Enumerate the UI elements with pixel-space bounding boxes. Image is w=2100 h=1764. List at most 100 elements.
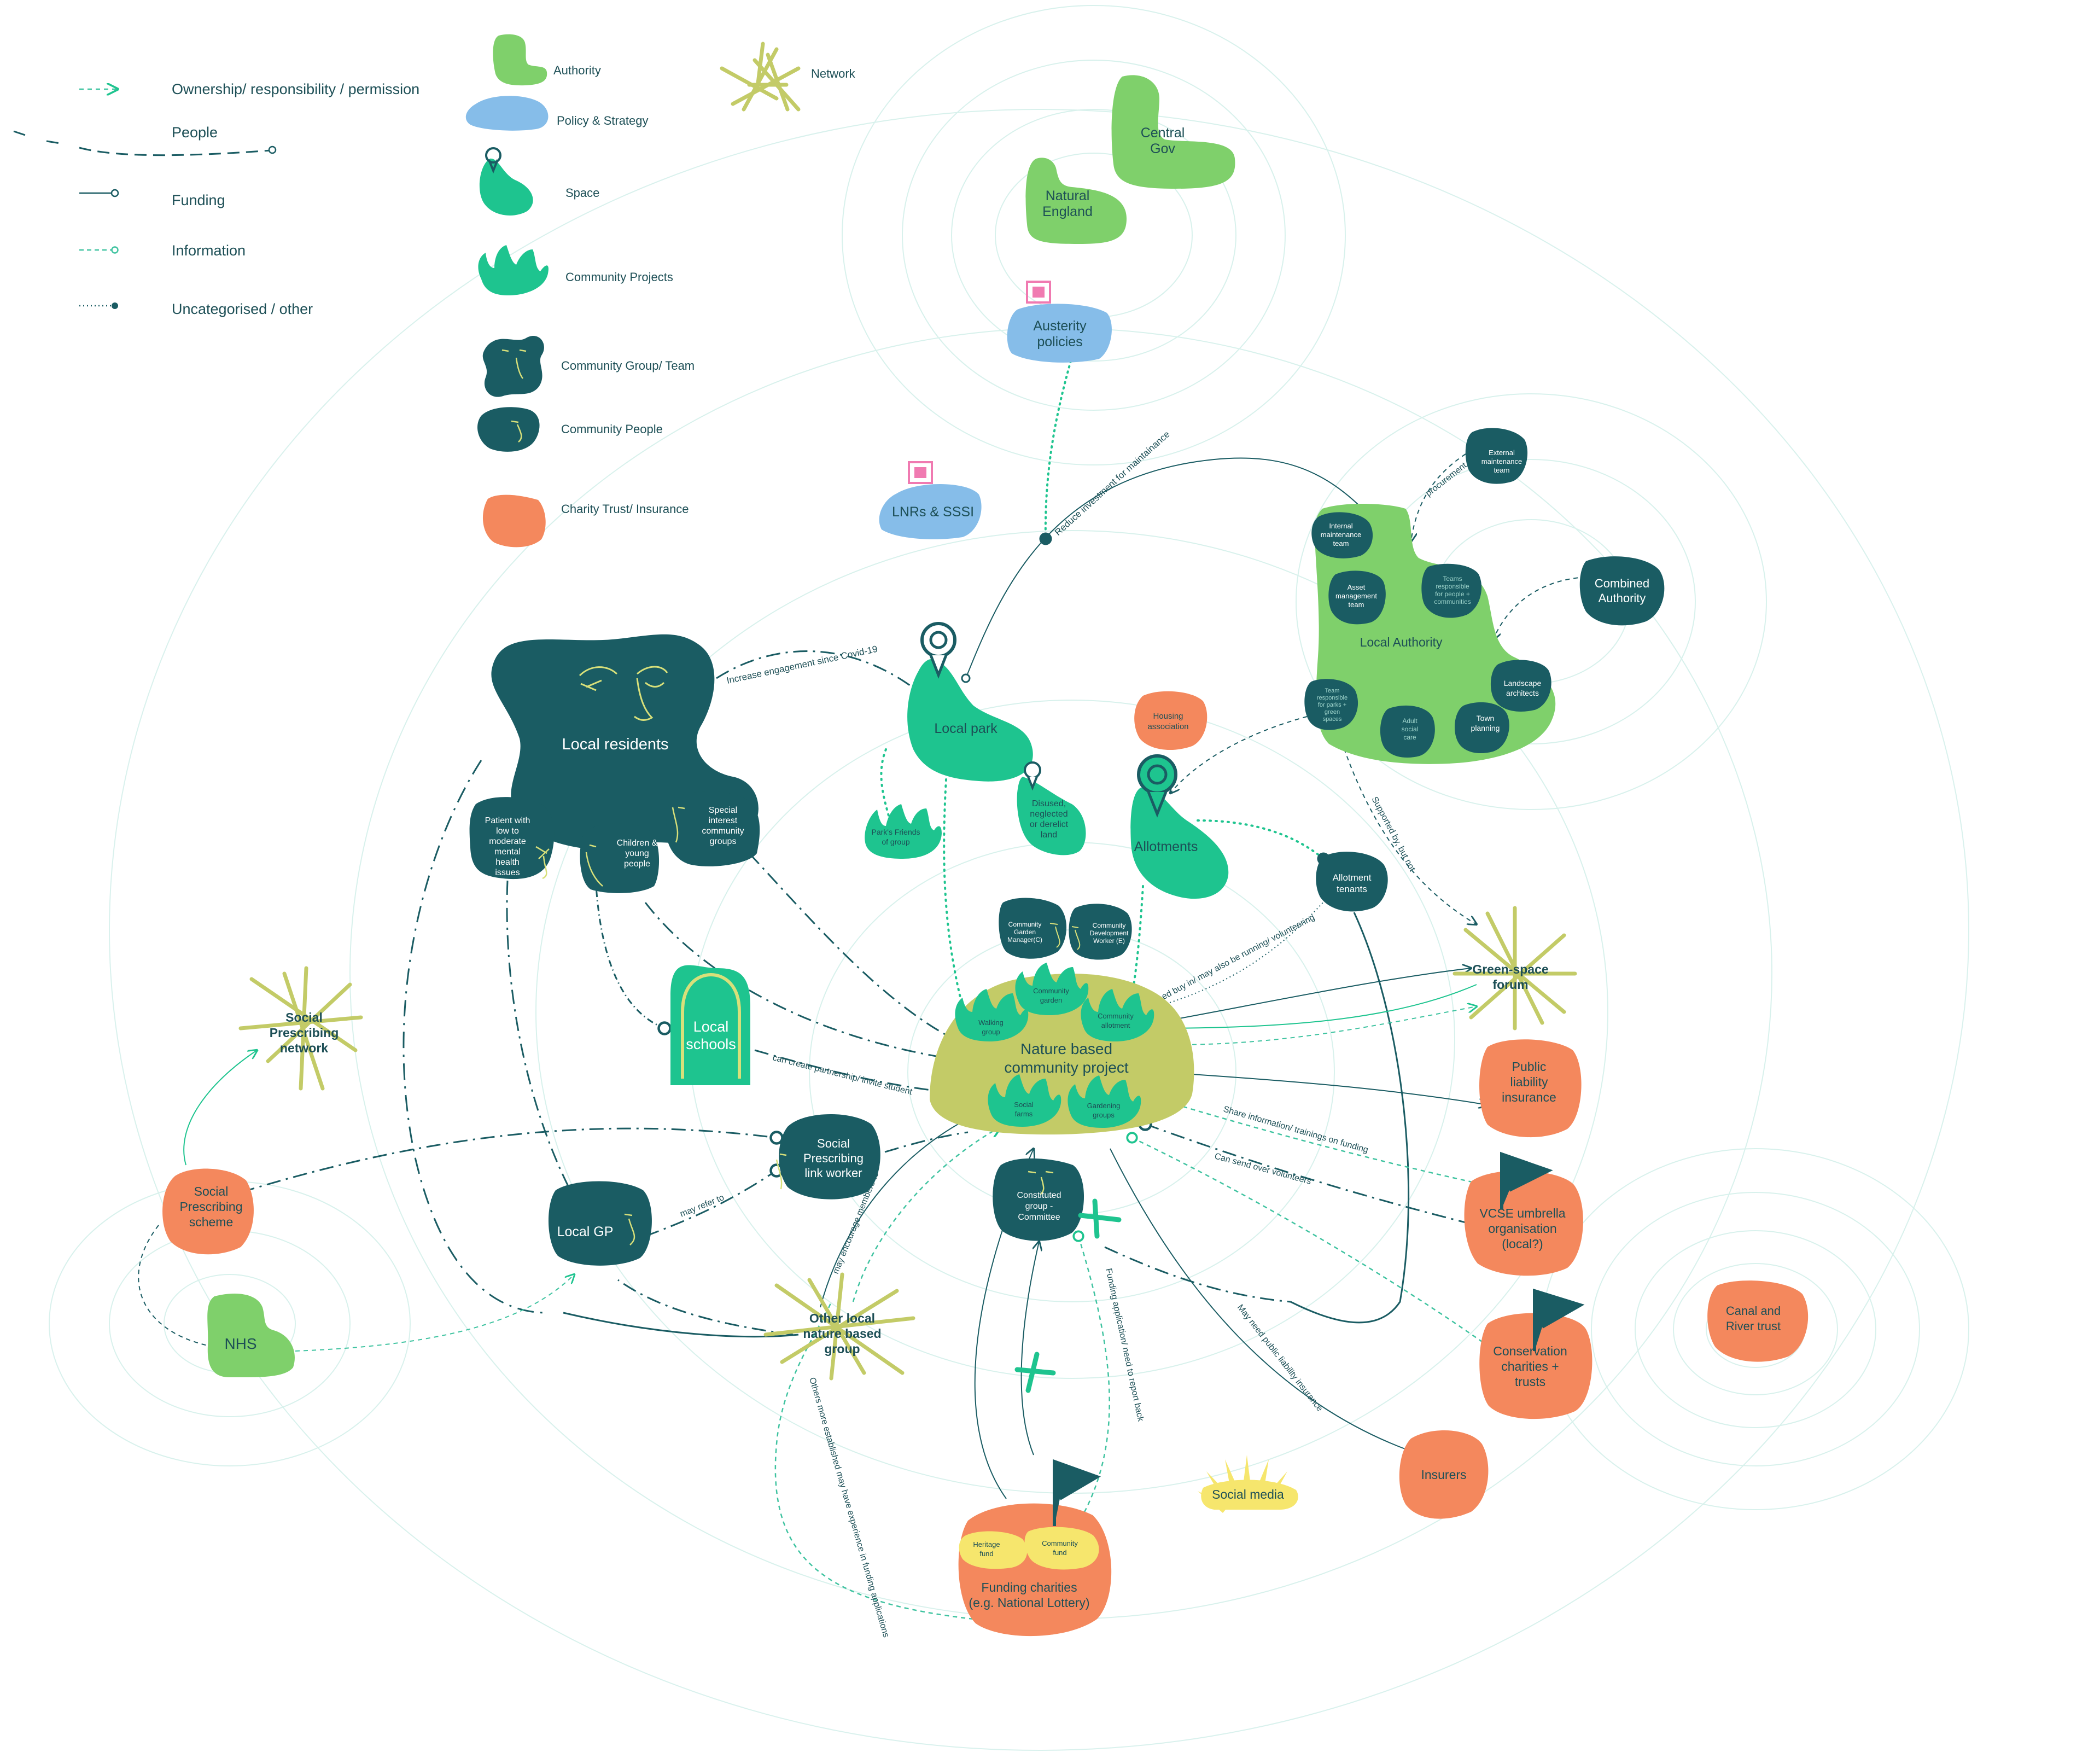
legend-projects: Community Projects: [478, 245, 673, 295]
svg-text:Asset: Asset: [1348, 583, 1366, 591]
label-share-info: Share information/ trainings on funding: [1222, 1105, 1369, 1155]
local-park-node[interactable]: Local park: [907, 622, 1033, 782]
label-send-volunteers: Can send over volunteers: [1214, 1151, 1312, 1186]
svg-text:External: External: [1489, 449, 1515, 457]
allotment-tenants-node[interactable]: Allotment tenants: [1316, 852, 1388, 912]
allotments-node[interactable]: Allotments: [1130, 754, 1229, 899]
svg-text:planning: planning: [1471, 724, 1500, 732]
local-schools-node[interactable]: Local schools: [670, 965, 750, 1085]
svg-text:groups: groups: [710, 837, 737, 846]
policy-shape-icon: [465, 96, 549, 131]
svg-text:Austerity: Austerity: [1033, 318, 1087, 334]
disused-land-node[interactable]: Disused, neglected or derelict land: [1017, 761, 1086, 855]
nhs-node[interactable]: NHS: [207, 1293, 295, 1378]
constituted-group-node[interactable]: Constituted group - Committee: [993, 1158, 1084, 1241]
green-forum-node[interactable]: Green-space forum: [1452, 906, 1577, 1031]
adult-social-care-node[interactable]: Adult social care: [1380, 705, 1435, 758]
conservation-node[interactable]: Conservation charities + trusts: [1479, 1288, 1592, 1419]
svg-text:Local residents: Local residents: [562, 736, 668, 753]
network-star-icon: [238, 966, 363, 1091]
flag-icon: [1053, 1459, 1101, 1526]
landscape-architects-node[interactable]: Landscape architects: [1490, 660, 1551, 712]
insurers-node[interactable]: Insurers: [1399, 1430, 1489, 1519]
svg-text:Canal and: Canal and: [1726, 1304, 1781, 1318]
natural-england-node[interactable]: Natural England: [1025, 158, 1127, 244]
svg-text:Garden: Garden: [1014, 928, 1036, 936]
edge-send-volunteers: [1138, 1117, 1477, 1226]
svg-text:charities +: charities +: [1501, 1359, 1559, 1373]
svg-text:Children &: Children &: [617, 839, 658, 848]
svg-text:green: green: [1325, 709, 1340, 715]
lnrs-node[interactable]: LNRs & SSSI: [879, 461, 982, 539]
social-farms-node[interactable]: Social farms: [988, 1074, 1061, 1127]
community-project-icon: [478, 245, 549, 295]
svg-text:maintenance: maintenance: [1321, 531, 1361, 539]
gardening-groups-node[interactable]: Gardening groups: [1068, 1075, 1141, 1128]
external-maintenance-node[interactable]: External maintenance team: [1465, 428, 1528, 484]
svg-text:group: group: [982, 1028, 1000, 1036]
plus-icon: [1014, 1352, 1056, 1393]
patient-node[interactable]: Patient with low to moderate mental heal…: [469, 797, 555, 880]
vcse-node[interactable]: VCSE umbrella organisation (local?): [1464, 1151, 1583, 1276]
svg-text:Patient with: Patient with: [485, 816, 530, 825]
community-fund-node[interactable]: Community fund: [1024, 1527, 1099, 1570]
svg-text:team: team: [1349, 601, 1364, 609]
svg-text:team: team: [1333, 539, 1349, 548]
edge-reduce-investment: [961, 457, 1379, 683]
flag-icon: [1533, 1288, 1585, 1351]
teams-people-node[interactable]: Teams responsible for people + communiti…: [1421, 563, 1482, 618]
svg-text:Park's Friends: Park's Friends: [871, 828, 920, 836]
legend-group: Community Group/ Team: [482, 336, 695, 397]
legend-people: People: [13, 124, 277, 156]
legend-network: Network: [720, 42, 856, 112]
other-group-node[interactable]: Other local nature based group: [763, 1272, 915, 1381]
legend-funding-label: Funding: [172, 192, 225, 208]
legend: Ownership/ responsibility / permission P…: [13, 34, 856, 548]
svg-text:network: network: [280, 1041, 328, 1055]
svg-text:allotment: allotment: [1101, 1021, 1130, 1029]
community-allotment-node[interactable]: Community allotment: [1081, 989, 1154, 1041]
community-garden-node[interactable]: Community garden: [1015, 963, 1089, 1015]
sp-scheme-node[interactable]: Social Prescribing scheme: [162, 1168, 254, 1255]
sp-link-worker-node[interactable]: Social Prescribing link worker: [775, 1114, 880, 1200]
svg-text:mental: mental: [494, 847, 521, 857]
housing-association-node[interactable]: Housing association: [1134, 691, 1208, 750]
svg-text:LNRs & SSSI: LNRs & SSSI: [892, 504, 974, 520]
walking-group-node[interactable]: Walking group: [955, 989, 1029, 1041]
legend-other: Uncategorised / other: [79, 301, 313, 317]
parks-friends-node[interactable]: Park's Friends of group: [865, 804, 942, 859]
svg-text:(local?): (local?): [1502, 1237, 1543, 1251]
cdw-node[interactable]: Community Development Worker (E): [1069, 904, 1132, 960]
combined-authority-node[interactable]: Combined Authority: [1579, 556, 1665, 626]
svg-text:architects: architects: [1506, 689, 1539, 697]
town-planning-node[interactable]: Town planning: [1455, 702, 1509, 754]
team-parks-node[interactable]: Team responsible for parks + green space…: [1304, 679, 1358, 730]
special-interest-node[interactable]: Special interest community groups: [666, 791, 760, 866]
canal-node[interactable]: Canal and River trust: [1707, 1280, 1809, 1362]
legend-funding: Funding: [79, 189, 225, 208]
pink-marker-icon: [908, 461, 933, 484]
svg-text:Community: Community: [1042, 1539, 1078, 1547]
svg-text:Social media: Social media: [1212, 1487, 1284, 1501]
social-media-node[interactable]: Social media: [1198, 1455, 1298, 1513]
austerity-node[interactable]: Austerity policies: [1007, 281, 1112, 363]
svg-text:England: England: [1042, 204, 1093, 219]
svg-text:Worker (E): Worker (E): [1093, 937, 1125, 945]
cgm-node[interactable]: Community Garden Manager(C): [999, 898, 1067, 959]
internal-maintenance-node[interactable]: Internal maintenance team: [1311, 512, 1373, 558]
authority-shape-icon: [493, 34, 547, 86]
svg-text:Special: Special: [709, 806, 737, 815]
label-may-refer: may refer to: [679, 1193, 726, 1219]
legend-other-label: Uncategorised / other: [172, 301, 313, 317]
asset-management-node[interactable]: Asset management team: [1328, 570, 1386, 625]
public-liability-node[interactable]: Public liability insurance: [1479, 1039, 1582, 1138]
central-gov-node[interactable]: Central Gov: [1111, 75, 1235, 189]
legend-network-label: Network: [811, 67, 856, 80]
local-gp-node[interactable]: Local GP: [548, 1181, 652, 1266]
svg-text:Social: Social: [285, 1010, 323, 1024]
sp-network-node[interactable]: Social Prescribing network: [238, 966, 363, 1091]
svg-text:group -: group -: [1025, 1202, 1053, 1211]
heritage-fund-node[interactable]: Heritage fund: [959, 1531, 1028, 1569]
children-node[interactable]: Children & young people: [580, 823, 660, 893]
